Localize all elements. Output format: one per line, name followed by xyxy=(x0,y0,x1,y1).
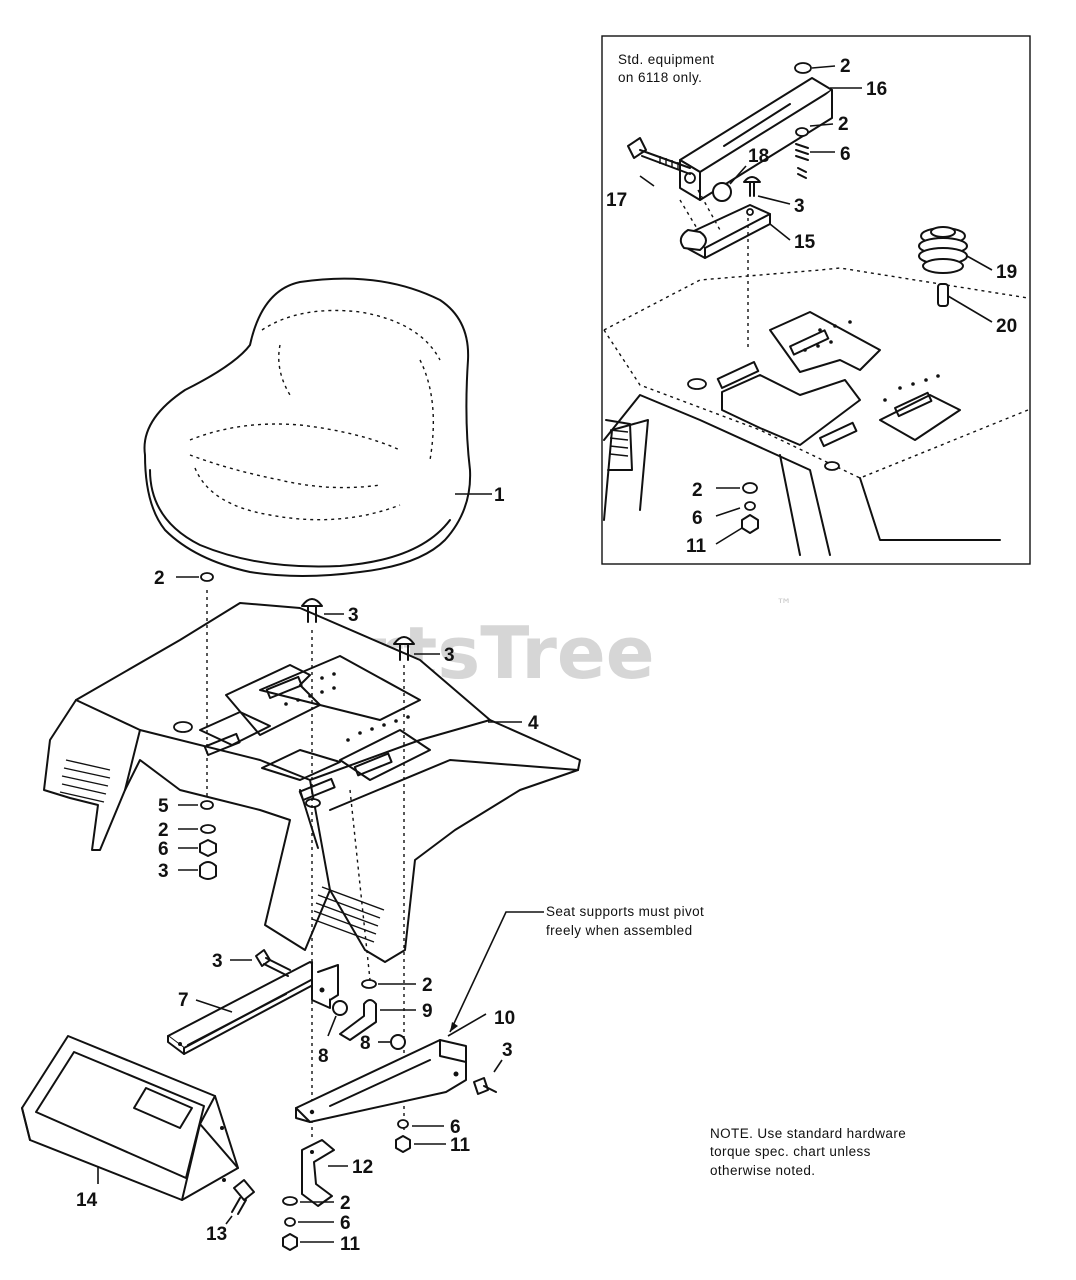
inset-spring-19 xyxy=(918,226,968,274)
pivot-note-line-2: freely when assembled xyxy=(546,923,692,938)
latch-12 xyxy=(301,1139,335,1207)
callout-14: 14 xyxy=(76,1190,98,1211)
bolt-3-bracket xyxy=(255,949,291,977)
pivot-note-line-1: Seat supports must pivot xyxy=(546,904,704,919)
inset-washer-bottom xyxy=(742,482,758,494)
inset-spacer xyxy=(797,167,807,179)
callout-11-inset-low: 11 xyxy=(686,536,707,557)
nut-11-bottom xyxy=(282,1233,298,1251)
washer-2-center xyxy=(361,979,377,989)
callout-8-center: 8 xyxy=(360,1033,371,1054)
inset-lockwasher-bottom xyxy=(744,501,756,511)
callout-15: 15 xyxy=(794,232,816,253)
carriage-bolt-top-right xyxy=(393,636,415,661)
callout-8-left: 8 xyxy=(318,1046,329,1067)
inset-hinge-plate xyxy=(679,204,771,259)
lockwasher-6-center xyxy=(397,1119,409,1129)
inset-note-line-2: on 6118 only. xyxy=(618,70,702,85)
seat xyxy=(143,277,472,577)
inset-lockwasher-6 xyxy=(795,143,809,161)
callout-2-inset-top: 2 xyxy=(840,56,851,77)
callout-7: 7 xyxy=(178,990,189,1011)
callout-6-left: 6 xyxy=(158,839,169,860)
bolt-13 xyxy=(231,1179,255,1215)
callout-12: 12 xyxy=(352,1157,373,1178)
callout-9: 9 xyxy=(422,1001,433,1022)
callout-3-top: 3 xyxy=(348,605,359,626)
inset-knob-18 xyxy=(712,182,732,202)
callout-16: 16 xyxy=(866,79,887,100)
callout-10: 10 xyxy=(494,1008,515,1029)
callout-4: 4 xyxy=(528,713,539,734)
inset-hole-row xyxy=(803,320,940,402)
callout-3-support: 3 xyxy=(502,1040,513,1061)
inset-border xyxy=(601,35,1031,565)
callout-19: 19 xyxy=(996,262,1017,283)
seat-washer-2 xyxy=(200,572,214,582)
callout-3-inset: 3 xyxy=(794,196,805,217)
callout-11-bottom: 11 xyxy=(340,1234,361,1255)
callout-17: 17 xyxy=(606,190,627,211)
inset-bolt-3 xyxy=(743,176,761,197)
callout-3-right: 3 xyxy=(444,645,455,666)
callout-6-center: 6 xyxy=(450,1117,461,1138)
knob-8-left xyxy=(332,1000,348,1016)
callout-18: 18 xyxy=(748,146,769,167)
hardware-note-line-1: NOTE. Use standard hardware xyxy=(710,1126,906,1141)
fender-pan xyxy=(43,602,581,963)
left-hardware-stack xyxy=(199,800,217,880)
nut-11-center xyxy=(395,1135,411,1153)
callout-13: 13 xyxy=(206,1224,227,1245)
hardware-note-line-2: torque spec. chart unless xyxy=(710,1144,871,1159)
inset-seat-bracket xyxy=(679,77,833,201)
inset-note-line-1: Std. equipment xyxy=(618,52,714,67)
seat-cover-14 xyxy=(21,1035,239,1201)
inset-fender xyxy=(603,267,1029,556)
inset-bolt-17 xyxy=(627,137,691,175)
callout-6-bottom: 6 xyxy=(340,1213,351,1234)
washer-2-bottom xyxy=(282,1196,298,1206)
bolt-3-support xyxy=(473,1077,497,1095)
inset-panel: Std. equipment on 6118 only. xyxy=(601,35,1031,565)
pivot-pin-9 xyxy=(339,999,377,1041)
watermark-trademark: ™ xyxy=(776,595,792,614)
callout-3-bracket: 3 xyxy=(212,951,223,972)
callout-1: 1 xyxy=(494,485,505,506)
seat-support-left xyxy=(167,961,339,1055)
callout-2-center: 2 xyxy=(422,975,433,996)
callout-20: 20 xyxy=(996,316,1017,337)
carriage-bolt-top-center xyxy=(301,598,323,623)
callout-5: 5 xyxy=(158,796,169,817)
fender-hole-pattern xyxy=(284,672,410,742)
callout-11-center: 11 xyxy=(450,1135,471,1156)
callout-6-inset-mid: 6 xyxy=(840,144,851,165)
seat-support-right xyxy=(295,1039,467,1123)
callout-2-bottom: 2 xyxy=(340,1193,351,1214)
callout-3-left: 3 xyxy=(158,861,169,882)
lockwasher-6-bottom xyxy=(284,1217,296,1227)
inset-washer-top xyxy=(794,62,812,74)
callout-2-seat: 2 xyxy=(154,568,165,589)
inset-nut-bottom xyxy=(741,514,759,534)
knob-8-center xyxy=(390,1034,406,1050)
hardware-note-line-3: otherwise noted. xyxy=(710,1163,815,1178)
inset-washer-2 xyxy=(795,127,809,137)
callout-2-inset-low: 2 xyxy=(692,480,703,501)
inset-pin-20 xyxy=(937,283,949,307)
callout-6-inset-low: 6 xyxy=(692,508,703,529)
pivot-arrowhead xyxy=(450,1022,458,1032)
callout-2-inset-mid: 2 xyxy=(838,114,849,135)
callout-2-left: 2 xyxy=(158,820,169,841)
